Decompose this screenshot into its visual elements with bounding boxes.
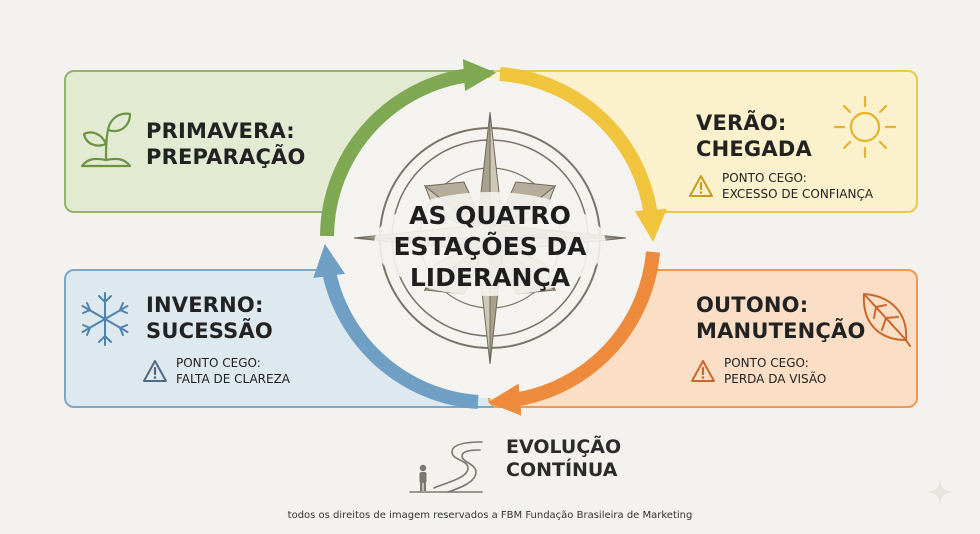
copyright-note: todos os direitos de imagem reservados a… — [287, 510, 693, 521]
arrow-spring-to-summer — [320, 59, 497, 237]
winter-blind-value: FALTA DE CLAREZA — [176, 372, 290, 386]
warning-icon — [691, 360, 715, 382]
sun-icon — [833, 95, 897, 159]
winter-title-line1: INVERNO: — [146, 293, 264, 317]
arrow-winter-to-spring — [313, 244, 479, 409]
winter-title: INVERNO: SUCESSÃO — [146, 292, 273, 344]
autumn-title-line2: MANUTENÇÃO — [696, 319, 866, 343]
sparkle-icon — [927, 479, 953, 505]
summer-title-line2: CHEGADA — [696, 137, 812, 161]
arrow-summer-to-autumn — [499, 67, 667, 243]
summer-title-line1: VERÃO: — [696, 111, 787, 135]
winter-title-line2: SUCESSÃO — [146, 319, 273, 343]
winter-blind-spot: PONTO CEGO: FALTA DE CLAREZA — [142, 355, 290, 387]
autumn-title: OUTONO: MANUTENÇÃO — [696, 292, 866, 344]
autumn-title-line1: OUTONO: — [696, 293, 809, 317]
arrow-autumn-to-winter — [487, 251, 660, 416]
warning-icon — [143, 360, 167, 382]
warning-icon — [689, 175, 713, 197]
sprout-icon — [80, 112, 132, 168]
center-title-line2: ESTAÇÕES DA — [393, 232, 587, 261]
summer-blind-value: EXCESSO DE CONFIANÇA — [722, 187, 874, 201]
evolution-line2: CONTÍNUA — [506, 459, 618, 481]
winding-path-icon — [409, 441, 483, 493]
center-title: AS QUATRO ESTAÇÕES DA LIDERANÇA — [360, 200, 620, 293]
spring-title: PRIMAVERA: PREPARAÇÃO — [146, 118, 306, 170]
summer-blind-label: PONTO CEGO: — [722, 171, 807, 185]
autumn-blind-spot: PONTO CEGO: PERDA DA VISÃO — [690, 355, 826, 387]
spring-title-line2: PREPARAÇÃO — [146, 145, 306, 169]
evolution-label: EVOLUÇÃO CONTÍNUA — [506, 436, 621, 482]
spring-title-line1: PRIMAVERA: — [146, 119, 295, 143]
summer-blind-spot: PONTO CEGO: EXCESSO DE CONFIANÇA — [688, 170, 873, 202]
autumn-blind-value: PERDA DA VISÃO — [724, 372, 827, 386]
leaf-icon — [862, 293, 911, 347]
snowflake-icon — [81, 292, 129, 346]
center-title-line3: LIDERANÇA — [409, 263, 571, 292]
evolution-line1: EVOLUÇÃO — [506, 436, 622, 458]
summer-title: VERÃO: CHEGADA — [696, 110, 812, 162]
autumn-blind-label: PONTO CEGO: — [724, 356, 809, 370]
center-text-backdrop — [374, 192, 606, 296]
center-title-line1: AS QUATRO — [409, 201, 571, 230]
winter-blind-label: PONTO CEGO: — [176, 356, 261, 370]
